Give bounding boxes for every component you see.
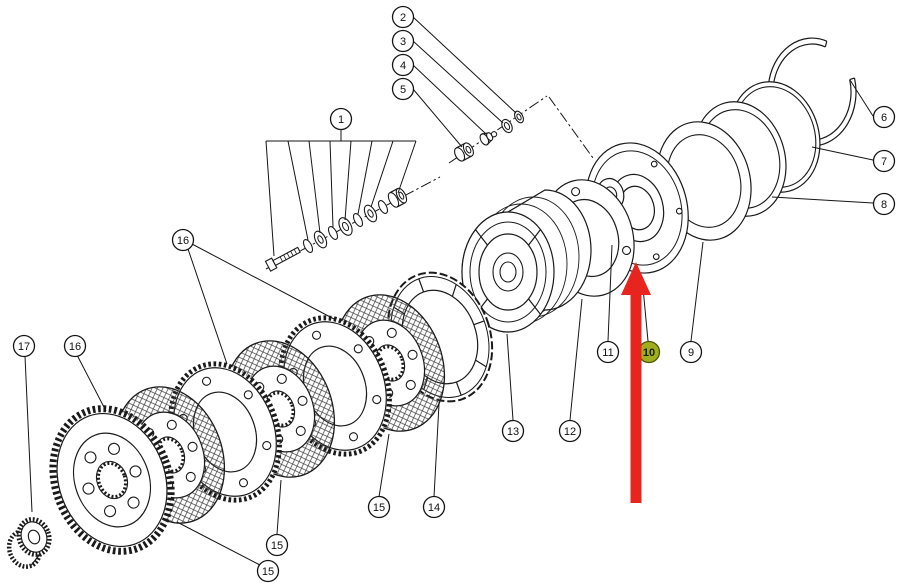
callout-15[interactable]: 15 xyxy=(256,559,280,583)
callout-13[interactable]: 13 xyxy=(501,419,525,443)
callout-9[interactable]: 9 xyxy=(679,340,703,364)
callout-8[interactable]: 8 xyxy=(872,192,896,216)
part-13-clutch-drum xyxy=(461,189,592,333)
svg-text:15: 15 xyxy=(373,502,385,514)
part-2-washer xyxy=(514,110,524,124)
callout-11[interactable]: 11 xyxy=(596,340,620,364)
svg-text:1: 1 xyxy=(338,114,344,126)
part-17-pinion-gear xyxy=(6,517,52,569)
highlight-arrow xyxy=(621,262,651,503)
callout-10[interactable]: 10 xyxy=(637,340,661,364)
callout-5[interactable]: 5 xyxy=(391,77,415,101)
callout-1-bracket xyxy=(265,130,417,257)
svg-text:10: 10 xyxy=(643,347,655,359)
svg-text:12: 12 xyxy=(564,426,576,438)
svg-text:4: 4 xyxy=(400,60,406,72)
callout-15[interactable]: 15 xyxy=(265,533,289,557)
callout-12[interactable]: 12 xyxy=(558,419,582,443)
svg-text:2: 2 xyxy=(400,12,406,24)
callout-6[interactable]: 6 xyxy=(872,105,896,129)
svg-text:7: 7 xyxy=(881,156,887,168)
callout-17[interactable]: 17 xyxy=(12,334,36,358)
callout-1[interactable]: 1 xyxy=(329,107,353,131)
callout-3[interactable]: 3 xyxy=(391,29,415,53)
part-5-bushing xyxy=(454,142,474,162)
callout-14[interactable]: 14 xyxy=(422,495,446,519)
part-1-spacer xyxy=(387,187,408,208)
svg-text:6: 6 xyxy=(881,112,887,124)
callout-7[interactable]: 7 xyxy=(872,149,896,173)
svg-text:14: 14 xyxy=(428,502,440,514)
svg-text:15: 15 xyxy=(271,540,283,552)
svg-text:11: 11 xyxy=(602,347,613,359)
part-3-washer xyxy=(501,118,513,134)
leader-lines xyxy=(24,16,874,566)
svg-text:17: 17 xyxy=(18,341,30,353)
callout-2[interactable]: 2 xyxy=(391,5,415,29)
callout-4[interactable]: 4 xyxy=(391,53,415,77)
svg-text:3: 3 xyxy=(400,36,406,48)
svg-text:16: 16 xyxy=(69,341,81,353)
svg-text:13: 13 xyxy=(507,426,519,438)
part-1-washer-stack xyxy=(302,200,389,253)
callout-16[interactable]: 16 xyxy=(63,334,87,358)
callout-16[interactable]: 16 xyxy=(171,228,195,252)
svg-text:15: 15 xyxy=(262,566,274,578)
svg-text:9: 9 xyxy=(688,347,694,359)
svg-text:16: 16 xyxy=(177,235,189,247)
svg-text:8: 8 xyxy=(881,199,887,211)
part-4-nipple xyxy=(479,131,498,146)
svg-text:5: 5 xyxy=(400,84,406,96)
callout-15[interactable]: 15 xyxy=(367,495,391,519)
part-1-bolt xyxy=(264,246,301,272)
